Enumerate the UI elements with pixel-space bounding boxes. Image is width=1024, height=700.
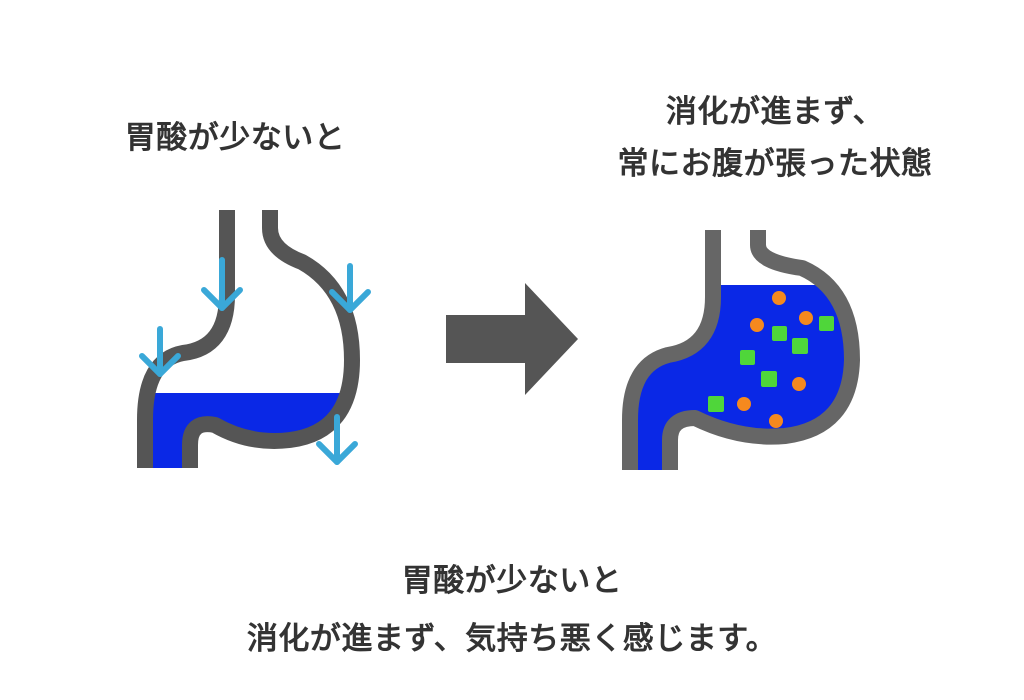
down-arrows xyxy=(139,257,371,465)
right-stomach-wall-outer xyxy=(662,230,860,470)
bottom-caption-line-2: 消化が進まず、気持ち悪く感じます。 xyxy=(246,621,778,657)
down-arrow-icon xyxy=(139,326,181,377)
green-particle xyxy=(740,350,755,365)
food-particles-green xyxy=(708,316,834,412)
down-arrow-icon xyxy=(329,263,371,313)
bottom-caption-line-1: 胃酸が少ないと xyxy=(401,563,623,599)
green-particle xyxy=(708,396,724,412)
right-stomach xyxy=(622,230,860,470)
orange-particle xyxy=(799,311,813,325)
left-caption: 胃酸が少ないと xyxy=(124,120,346,156)
orange-particle xyxy=(792,377,806,391)
bottom-caption: 胃酸が少ないと 消化が進まず、気持ち悪く感じます。 xyxy=(100,552,924,668)
food-particles-orange xyxy=(737,291,813,428)
green-particle xyxy=(792,338,808,354)
down-arrow-icon xyxy=(316,414,358,465)
right-arrow-icon xyxy=(446,283,578,395)
right-caption: 消化が進まず、 常にお腹が張った状態 xyxy=(560,86,990,190)
orange-particle xyxy=(737,397,751,411)
orange-particle xyxy=(769,414,783,428)
left-stomach xyxy=(137,210,360,468)
left-stomach-wall-inner xyxy=(137,210,235,468)
right-caption-line-1: 消化が進まず、 xyxy=(665,94,885,130)
right-caption-line-2: 常にお腹が張った状態 xyxy=(617,146,933,182)
green-particle xyxy=(772,326,787,341)
down-arrow-icon xyxy=(201,257,243,311)
orange-particle xyxy=(772,291,786,305)
green-particle xyxy=(819,316,834,331)
green-particle xyxy=(761,371,777,387)
orange-particle xyxy=(750,318,764,332)
right-acid-fill xyxy=(630,285,852,470)
right-stomach-wall-inner xyxy=(622,230,721,470)
left-stomach-wall-outer xyxy=(182,210,360,468)
